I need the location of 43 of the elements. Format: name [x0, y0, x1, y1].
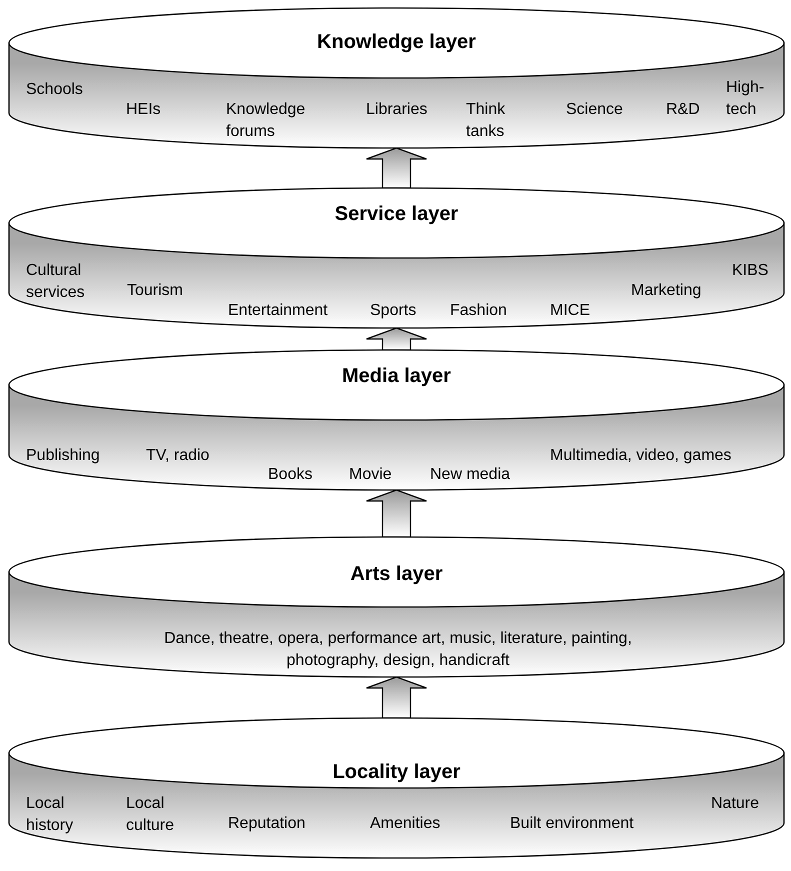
layer-title: Arts layer	[349, 563, 444, 586]
layer-item: Local history	[26, 794, 74, 836]
layer-disk	[8, 7, 785, 149]
layer-item: Amenities	[370, 814, 440, 834]
block-arrow	[366, 676, 428, 719]
layer-item: R&D	[666, 100, 700, 120]
layer-item: Sports	[370, 301, 416, 321]
block-arrow	[366, 327, 428, 351]
layer-title: Service layer	[334, 203, 460, 226]
layer-disk	[8, 187, 785, 329]
layer-item: Tourism	[127, 281, 184, 301]
layer-item: Think tanks	[466, 100, 506, 142]
layer-item: Reputation	[228, 814, 306, 834]
layer-item: Local culture	[126, 794, 176, 836]
layer-item: Multimedia, video, games	[550, 446, 732, 466]
layer-item: KIBS	[732, 261, 768, 281]
block-arrow	[366, 147, 428, 189]
layer-item: Built environment	[510, 814, 634, 834]
layer-item: Marketing	[631, 281, 702, 301]
layer-item: Libraries	[366, 100, 428, 120]
layer-item: MICE	[550, 301, 590, 321]
layer-disk	[8, 536, 785, 678]
layer-item: Cultural services	[26, 261, 86, 303]
layer-item: Books	[268, 465, 312, 485]
layer-item: High-tech	[726, 78, 766, 120]
layer-item: Fashion	[450, 301, 507, 321]
layer-disk	[8, 717, 785, 859]
layer-item: Nature	[711, 794, 760, 814]
layer-item: Science	[566, 100, 623, 120]
layer-item: Schools	[26, 80, 83, 100]
block-arrow	[366, 489, 428, 538]
layer-item: Dance, theatre, opera, performance art, music, literature, painting, photography, design, handicraft	[163, 629, 633, 671]
layer-item: TV, radio	[146, 446, 210, 466]
layer-item: Knowledge forums	[226, 100, 306, 142]
layer-title: Locality layer	[332, 761, 462, 784]
layer-title: Media layer	[341, 365, 452, 388]
layer-item: Publishing	[26, 446, 100, 466]
layer-disk	[8, 349, 785, 491]
layer-item: Movie	[349, 465, 392, 485]
layer-item: Entertainment	[228, 301, 328, 321]
layer-title: Knowledge layer	[316, 31, 477, 54]
layer-item: HEIs	[126, 100, 161, 120]
layer-item: New media	[430, 465, 510, 485]
